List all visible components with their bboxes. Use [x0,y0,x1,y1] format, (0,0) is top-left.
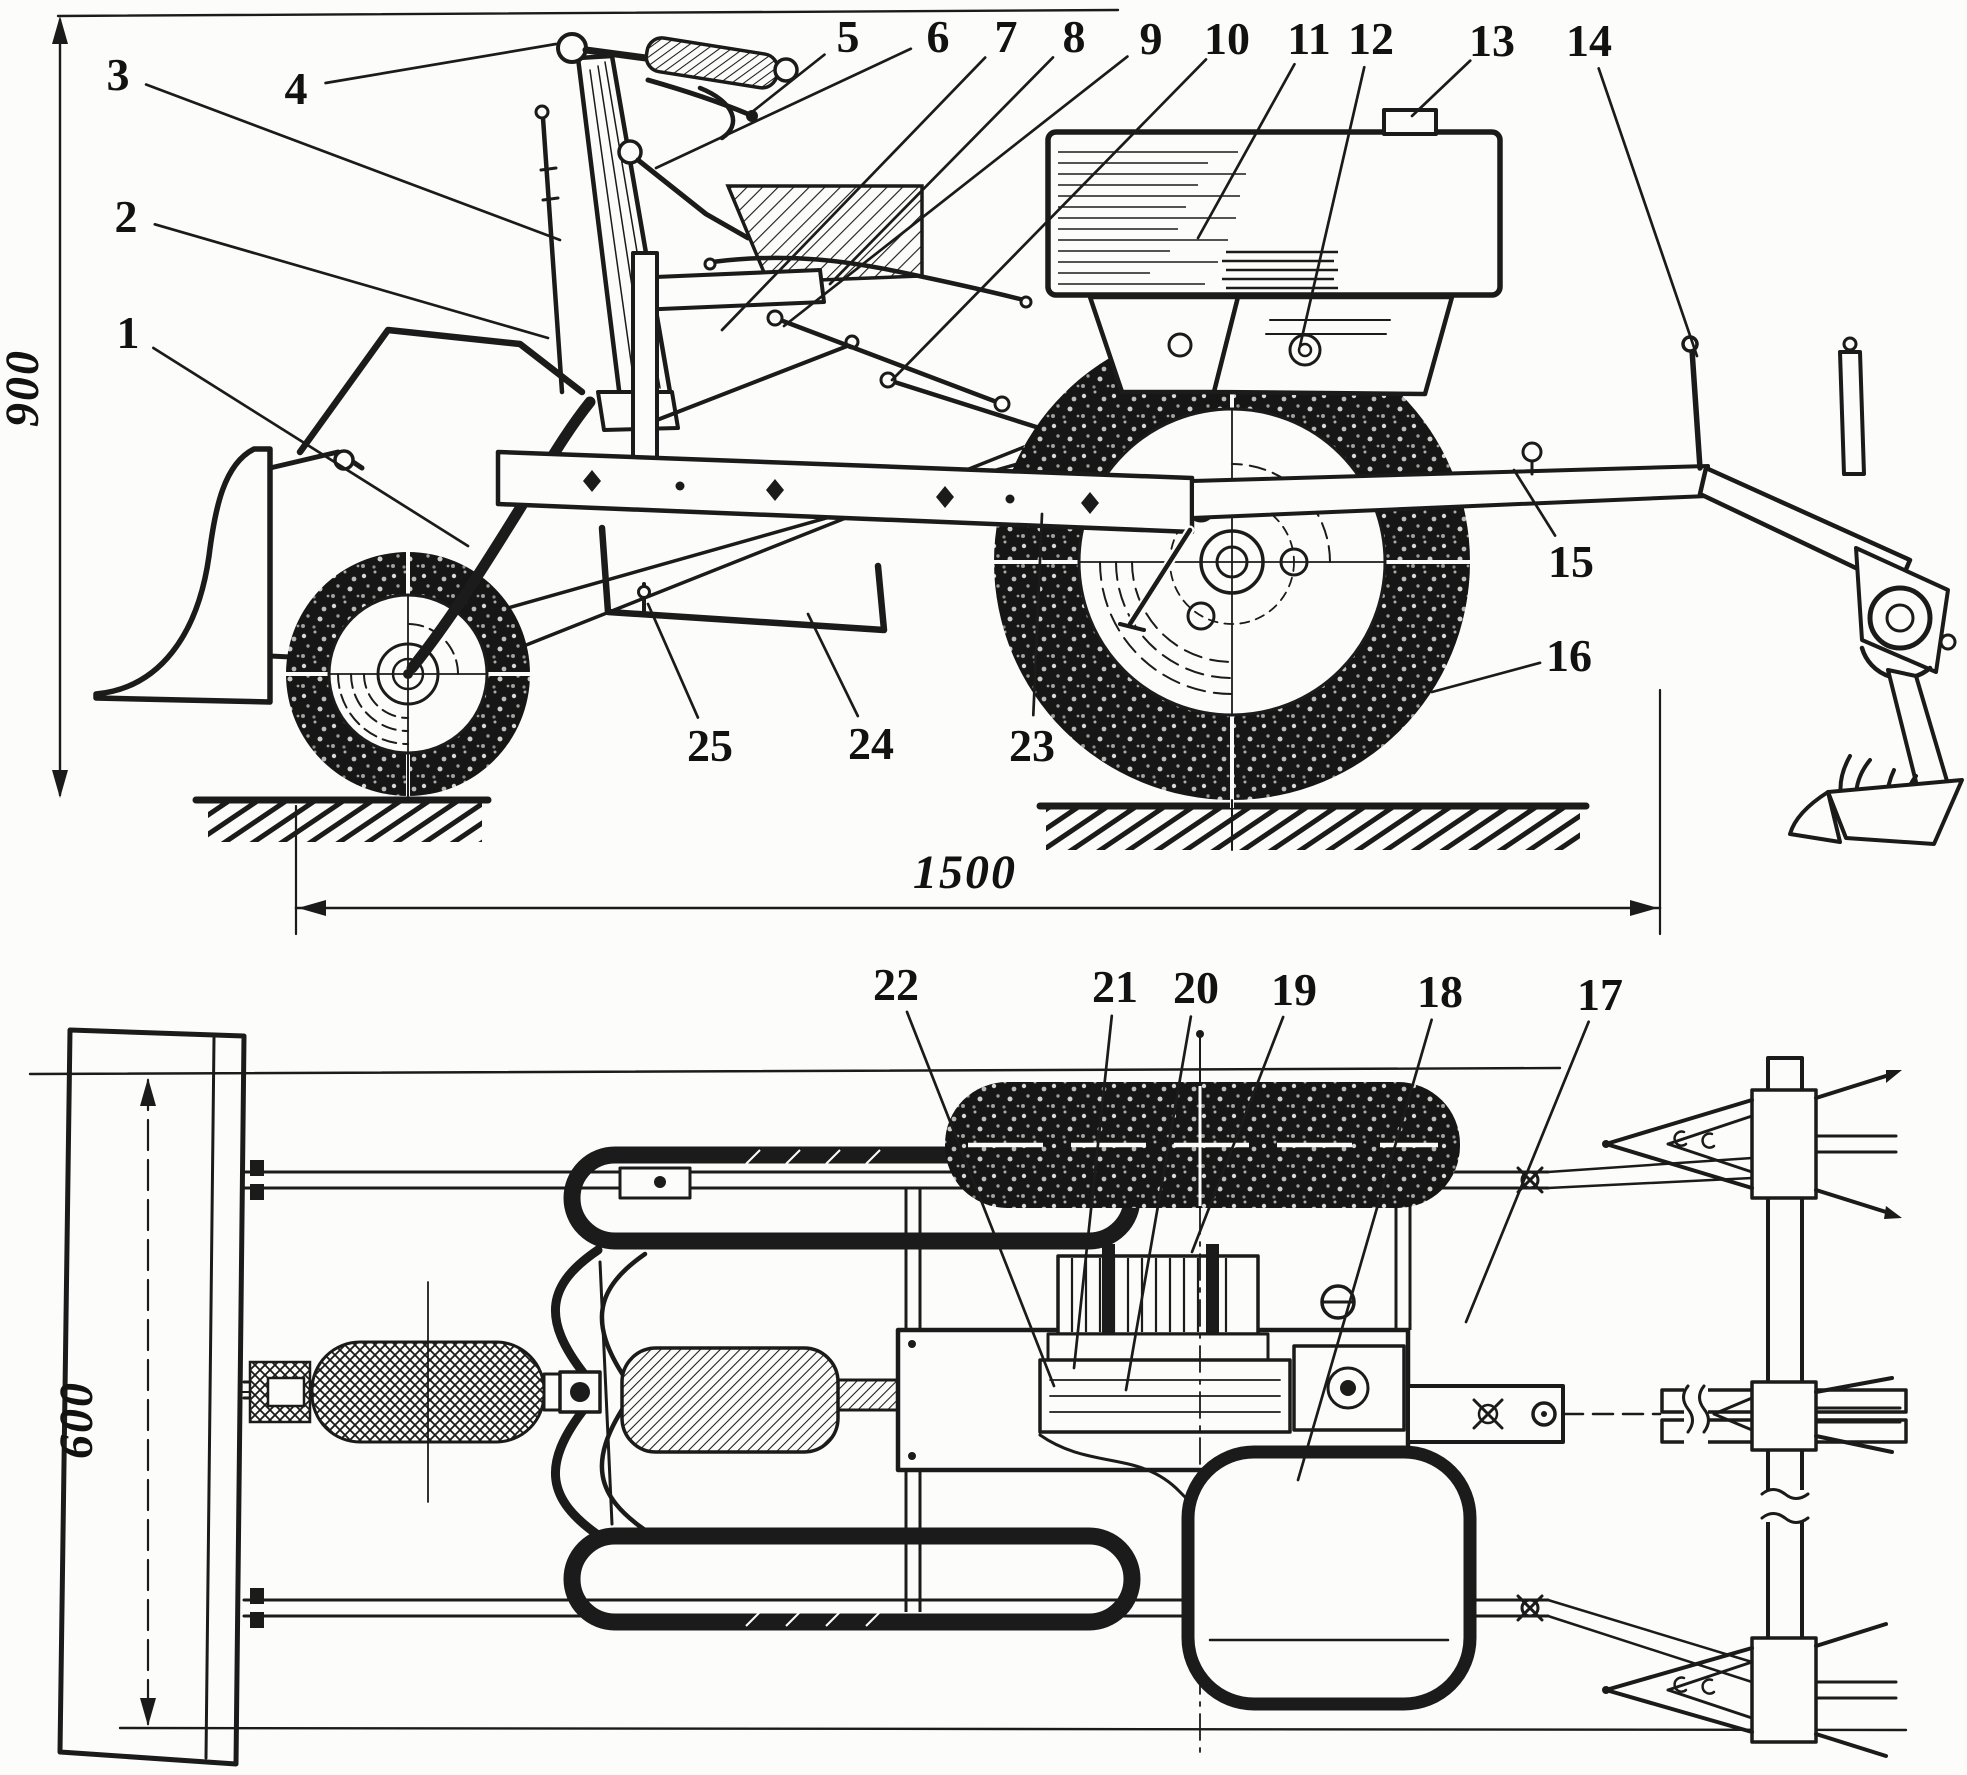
side-view: 900 [0,8,1964,938]
engine [1087,294,1455,397]
callout-25-leader [646,602,700,719]
callout-10-leader [890,58,1208,382]
callout-17-leader [1464,1020,1591,1324]
callout-14-leader [1597,67,1699,358]
seat-assembly [631,184,1055,460]
dim-900-label: 900 [0,349,49,427]
callout-16-label: 16 [1546,630,1592,681]
callout-7-leader [720,56,987,332]
callout-3-leader [144,83,562,242]
callout-5-leader [750,53,826,114]
callout-11-leader [1196,62,1296,240]
handlebar-loops [563,1146,1141,1631]
callout-20-label: 20 [1173,962,1219,1013]
ground-hatching [192,796,1590,850]
callout-23-leader [1031,512,1044,717]
handlebar [556,32,799,141]
callout-17-label: 17 [1577,969,1623,1020]
callout-4-label: 4 [285,63,308,114]
callout-6-label: 6 [927,11,950,62]
top-view: 600 [28,1027,1908,1767]
callout-1-leader [152,346,470,548]
callout-9-label: 9 [1140,13,1163,64]
callout-15-label: 15 [1548,536,1594,587]
dim-1500-label: 1500 [913,846,1017,899]
frame-beam [495,441,1710,632]
callout-16-leader [1430,661,1542,694]
callout-23-label: 23 [1009,720,1055,771]
datum-lines [28,1066,1908,1732]
callout-10-label: 10 [1204,13,1250,64]
callout-7-label: 7 [995,11,1018,62]
belt-guard [1181,1445,1477,1711]
front-wheel-top [239,1281,601,1503]
callout-14-label: 14 [1566,15,1612,66]
hitch-top [1406,1384,1662,1444]
dim-600-label: 600 [50,1381,103,1459]
callout-12-label: 12 [1348,13,1394,64]
throttle-lever [645,77,751,117]
dozer-blade-top [57,1027,247,1767]
steering-tubes [550,1245,648,1540]
callout-3-label: 3 [107,49,130,100]
callout-1-label: 1 [117,307,140,358]
callout-25-label: 25 [687,720,733,771]
callout-8-leader [828,56,1055,286]
callout-20-leader [1124,1015,1193,1392]
dimension-wheelbase-1500: 1500 [294,686,1664,938]
callout-19-leader [1190,1015,1285,1254]
callout-13-leader [1410,59,1472,118]
fuel-tank [1045,108,1503,298]
callout-8-label: 8 [1063,11,1086,62]
cultivator-attachment [1602,1056,1908,1758]
callout-18-leader [1296,1018,1433,1482]
callout-11-label: 11 [1287,13,1330,64]
muffler [620,1346,902,1454]
rear-wheel [986,316,1478,851]
callout-21-label: 21 [1092,961,1138,1012]
callout-15-leader [1512,468,1557,537]
callout-12-leader [1298,65,1366,348]
engine-top [1038,1244,1406,1647]
fuel-filler-cap [1382,108,1438,136]
callout-22-label: 22 [873,959,919,1010]
hitch-and-plow [1681,335,1964,846]
callout-2-label: 2 [115,191,138,242]
dimension-height-900: 900 [0,8,1120,798]
callout-19-label: 19 [1271,964,1317,1015]
front-wheel [286,552,530,801]
callout-13-label: 13 [1469,15,1515,66]
callout-6-leader [654,47,913,170]
callout-4-leader [324,42,558,85]
callout-22-leader [905,1010,1056,1388]
callout-24-leader [806,612,860,718]
footrest [598,524,888,634]
callout-5-label: 5 [837,11,860,62]
callout-24-label: 24 [848,718,894,769]
callout-18-label: 18 [1417,966,1463,1017]
callout-21-leader [1072,1014,1114,1370]
callout-9-leader [782,55,1129,328]
gear-lever [617,139,751,241]
hitch-pin [1689,347,1703,471]
dimension-width-600: 600 [50,1078,156,1726]
callout-2-leader [153,222,550,340]
